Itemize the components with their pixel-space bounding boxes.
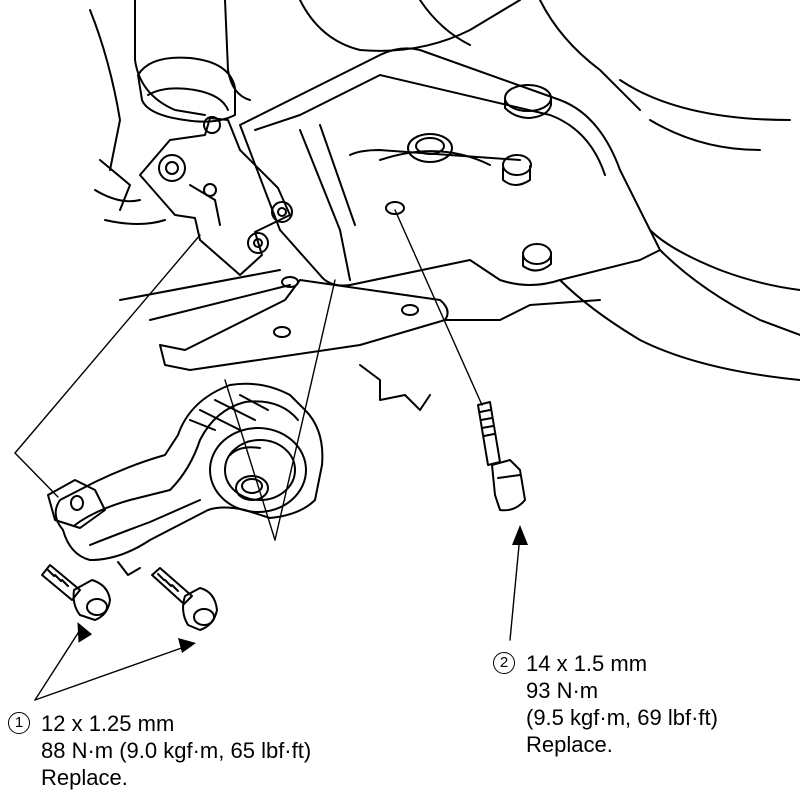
lower-arm bbox=[119, 269, 601, 411]
bolt-1a bbox=[41, 564, 111, 621]
callout-bolt-1: 1 12 x 1.25 mm 88 N·m (9.0 kgf·m, 65 lbf… bbox=[8, 710, 311, 791]
callout-bolt-2: 2 14 x 1.5 mm 93 N·m (9.5 kgf·m, 69 lbf·… bbox=[493, 650, 718, 758]
bolt-1b bbox=[151, 567, 218, 631]
callout-1-note: Replace. bbox=[41, 765, 128, 790]
torque-rod-eye bbox=[47, 479, 106, 529]
callout-1-size: 12 x 1.25 mm bbox=[41, 711, 175, 736]
callout-2-size: 14 x 1.5 mm bbox=[526, 651, 648, 676]
callout-2-torque-imperial: (9.5 kgf·m, 69 lbf·ft) bbox=[526, 705, 718, 730]
leader-lines bbox=[14, 209, 521, 701]
bolt-2 bbox=[477, 401, 526, 512]
arrow-heads bbox=[77, 525, 528, 653]
callout-2-note: Replace. bbox=[526, 732, 613, 757]
mount-bracket bbox=[139, 116, 293, 276]
callout-number-1: 1 bbox=[8, 712, 30, 734]
rear-mount-torque-rod bbox=[54, 382, 324, 576]
housing-cylinder bbox=[137, 56, 236, 123]
callout-1-torque: 88 N·m (9.0 kgf·m, 65 lbf·ft) bbox=[41, 738, 312, 763]
callout-number-2: 2 bbox=[493, 652, 515, 674]
callout-2-torque-nm: 93 N·m bbox=[526, 678, 599, 703]
transmission-housing bbox=[89, 0, 791, 225]
